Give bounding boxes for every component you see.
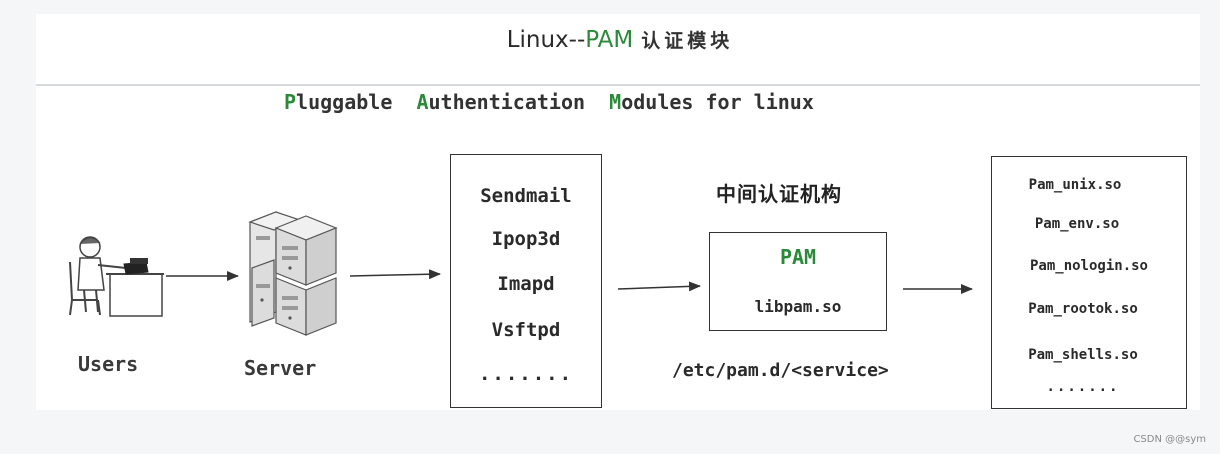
services-box: Sendmail Ipop3d Imapd Vsftpd ....... bbox=[450, 154, 602, 408]
title-prefix: Linux-- bbox=[506, 27, 586, 53]
title-divider bbox=[36, 84, 1200, 86]
title-suffix: 认证模块 bbox=[641, 30, 734, 52]
services-more: ....... bbox=[478, 363, 574, 385]
subtitle-rest-p: luggable bbox=[296, 90, 393, 114]
subtitle: Pluggable Authentication Modules for lin… bbox=[284, 90, 814, 114]
module-item: Pam_rootok.so bbox=[1028, 301, 1138, 317]
watermark: CSDN @@sym bbox=[1133, 434, 1206, 445]
arrow-server-to-services bbox=[349, 269, 441, 280]
service-item: Imapd bbox=[497, 273, 555, 295]
title-highlight: PAM bbox=[585, 27, 634, 53]
service-item: Sendmail bbox=[480, 185, 572, 207]
module-item: Pam_env.so bbox=[1034, 216, 1120, 232]
module-item: Pam_unix.so bbox=[1028, 177, 1122, 193]
service-item: Ipop3d bbox=[491, 228, 561, 250]
diagram-title: Linux--PAM 认证模块 bbox=[0, 26, 1220, 53]
service-item: Vsftpd bbox=[491, 319, 561, 341]
subtitle-rest-a: uthentication bbox=[428, 90, 586, 114]
modules-more: ....... bbox=[1046, 379, 1120, 395]
module-item: Pam_nologin.so bbox=[1029, 258, 1148, 274]
pam-library: libpam.so bbox=[754, 297, 842, 316]
server-icon bbox=[248, 211, 338, 336]
module-item: Pam_shells.so bbox=[1028, 347, 1138, 363]
server-label: Server bbox=[244, 356, 317, 380]
subtitle-rest-m: odules for linux bbox=[621, 90, 814, 114]
pam-name: PAM bbox=[779, 245, 817, 269]
subtitle-initial-a: A bbox=[416, 90, 429, 114]
pam-config-path: /etc/pam.d/<service> bbox=[672, 360, 889, 381]
subtitle-initial-p: P bbox=[284, 90, 297, 114]
modules-box: Pam_unix.so Pam_env.so Pam_nologin.so Pa… bbox=[991, 156, 1187, 409]
pam-heading: 中间认证机构 bbox=[716, 182, 842, 206]
arrow-services-to-pam bbox=[617, 281, 701, 292]
users-label: Users bbox=[78, 352, 139, 376]
subtitle-initial-m: M bbox=[609, 90, 622, 114]
pam-box: PAM libpam.so bbox=[709, 232, 887, 331]
user-icon bbox=[69, 236, 164, 317]
